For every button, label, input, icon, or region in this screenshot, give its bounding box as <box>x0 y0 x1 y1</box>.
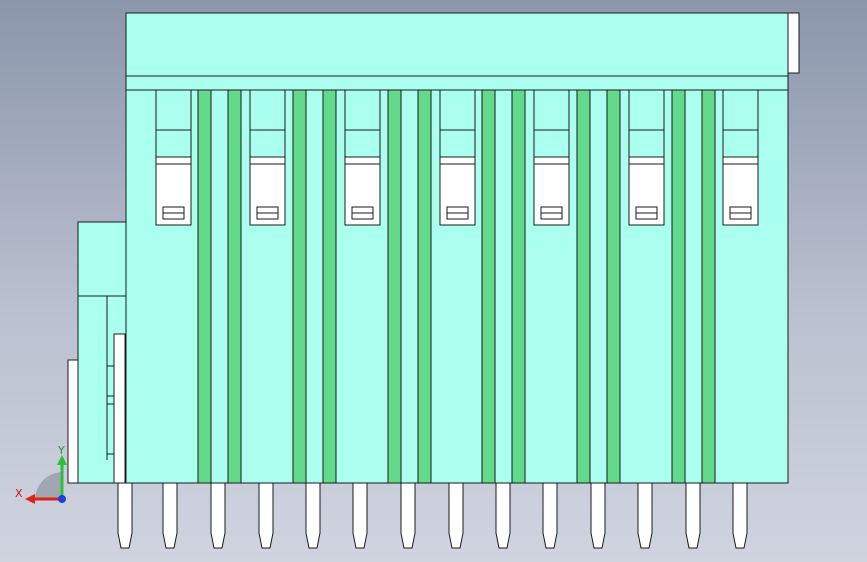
rib <box>701 89 716 484</box>
pin <box>495 482 511 549</box>
pin <box>305 482 321 549</box>
side-clip <box>67 359 79 484</box>
rib <box>576 89 591 484</box>
rib <box>511 89 526 484</box>
rib <box>227 89 242 484</box>
pin <box>258 482 274 549</box>
pin <box>732 482 748 549</box>
pin <box>685 482 701 549</box>
pin <box>448 482 464 549</box>
triad-icon[interactable]: X Y <box>15 444 67 504</box>
rib <box>481 89 496 484</box>
header-end-cap <box>787 12 800 74</box>
rib <box>322 89 337 484</box>
axis-x-label: X <box>15 487 23 500</box>
pin <box>162 482 178 549</box>
connector-model <box>67 12 800 549</box>
pin <box>590 482 606 549</box>
rib <box>606 89 621 484</box>
axis-y-arrow <box>57 455 67 465</box>
rib <box>387 89 402 484</box>
flange-slot <box>106 365 115 397</box>
pin <box>210 482 226 549</box>
flange-rail <box>113 333 126 484</box>
triad-shade <box>35 472 63 500</box>
pin <box>400 482 416 549</box>
flange-slot <box>106 403 115 455</box>
axis-y-label: Y <box>57 444 65 457</box>
axis-x-arrow <box>25 494 35 504</box>
rib <box>197 89 212 484</box>
pin <box>637 482 653 549</box>
rib <box>417 89 432 484</box>
pin <box>352 482 368 549</box>
axis-origin <box>58 495 66 503</box>
rib <box>671 89 686 484</box>
rib <box>292 89 307 484</box>
pin <box>542 482 558 549</box>
pin <box>117 482 133 549</box>
header-bar <box>125 12 789 77</box>
